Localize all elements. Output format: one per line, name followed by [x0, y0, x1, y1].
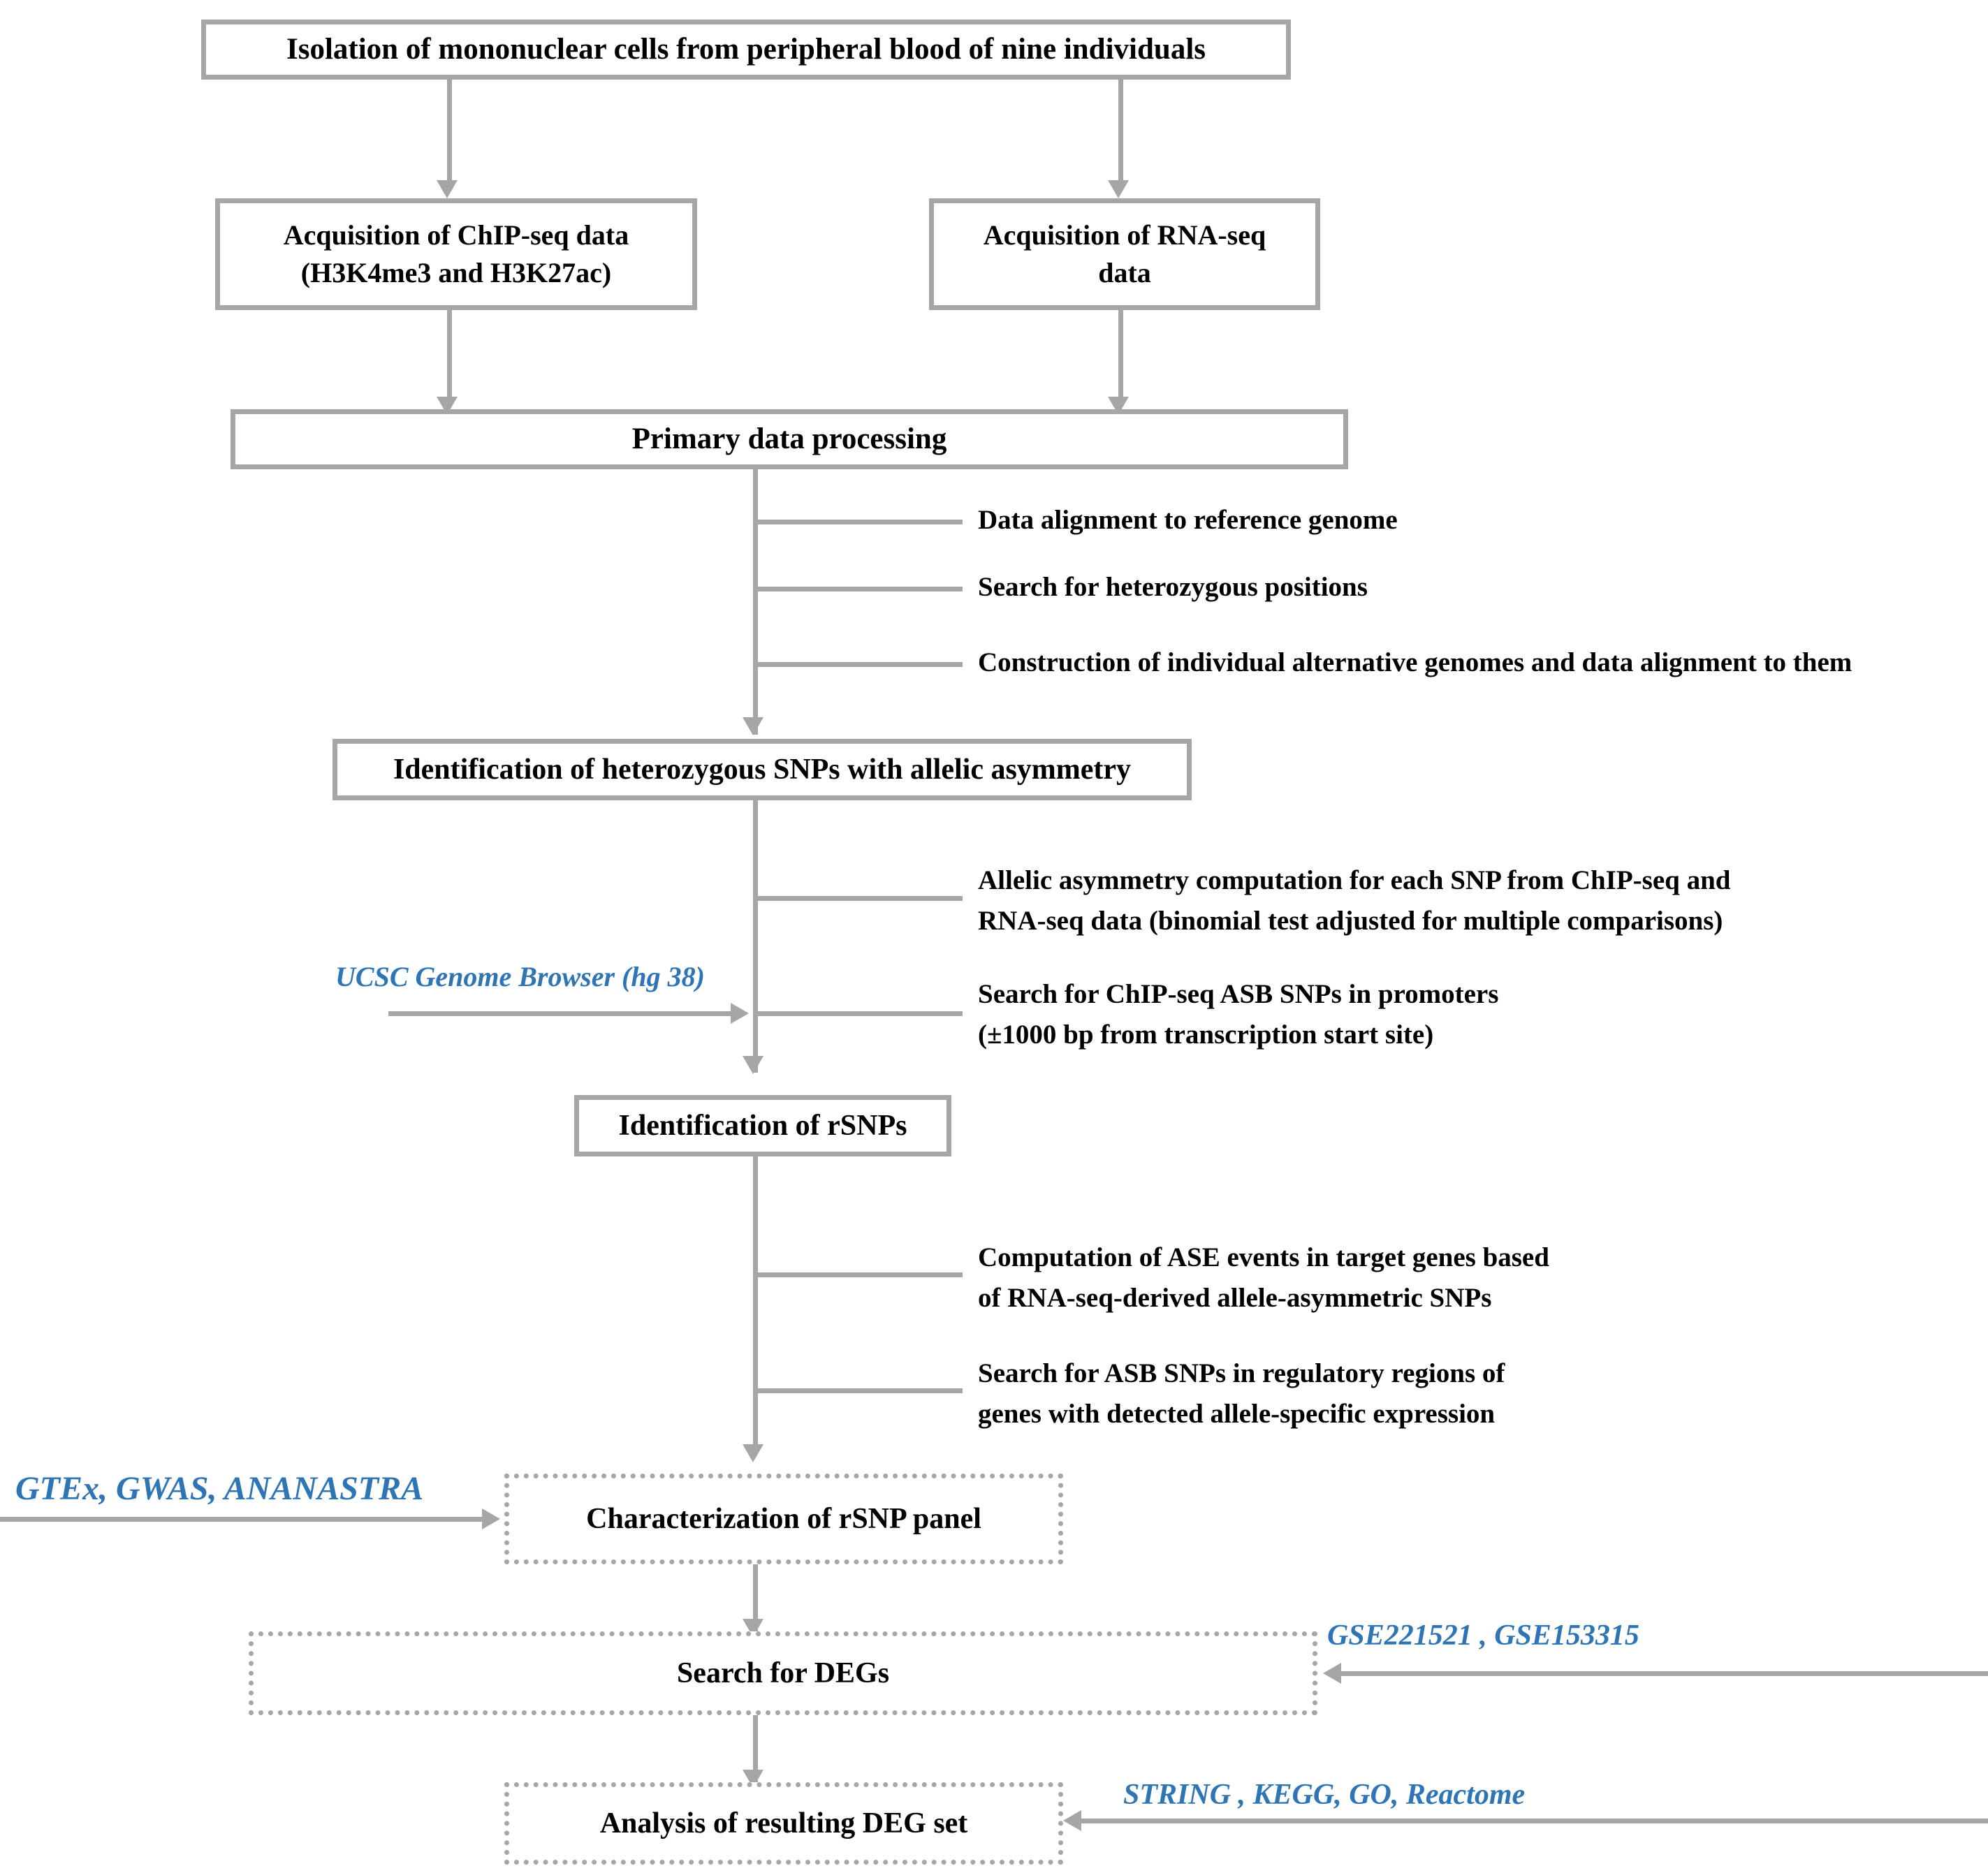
arrowhead-isolation-to-rnaseq — [1108, 180, 1129, 198]
connector-tick-data-alignment — [753, 520, 963, 524]
source-label-string-kegg-go-reactome: STRING , KEGG, GO, Reactome — [1123, 1779, 1526, 1811]
source-label-gse-datasets: GSE221521 , GSE153315 — [1327, 1619, 1639, 1652]
connector-tick-alt-genomes — [753, 662, 963, 667]
annotation-ase-events: Computation of ASE events in target gene… — [978, 1242, 1549, 1313]
source-label-ucsc: UCSC Genome Browser (hg 38) — [335, 961, 705, 992]
connector-rsnps-to-characterization — [753, 1156, 758, 1450]
annotation-allelic-asymmetry: Allelic asymmetry computation for each S… — [978, 865, 1731, 936]
box-primary-data-processing: Primary data processing — [231, 409, 1348, 469]
connector-degs-to-analysis — [753, 1715, 758, 1792]
box-identification-rsnps: Identification of rSNPs — [574, 1095, 951, 1156]
connector-gtex-arrow-shaft — [0, 1517, 482, 1522]
box-chip-seq-acquisition: Acquisition of ChIP-seq data (H3K4me3 an… — [215, 198, 697, 310]
annotation-alt-genomes: Construction of individual alternative g… — [978, 647, 1852, 677]
connector-tick-promoter-search — [753, 1011, 963, 1016]
connector-gse-arrow-shaft — [1341, 1671, 1988, 1676]
connector-isolation-to-rnaseq — [1118, 80, 1123, 184]
connector-tick-allelic-asymmetry — [753, 896, 963, 901]
annotation-het-positions: Search for heterozygous positions — [978, 572, 1368, 602]
arrowhead-rsnps-to-characterization — [743, 1444, 763, 1462]
box-characterization-rsnp-panel: Characterization of rSNP panel — [504, 1474, 1063, 1564]
arrowhead-hetsnps-to-rsnps — [743, 1056, 763, 1074]
box-analysis-deg-set: Analysis of resulting DEG set — [504, 1782, 1063, 1865]
arrowhead-gse — [1323, 1663, 1341, 1684]
connector-chipseq-to-primary — [447, 310, 452, 401]
box-search-for-degs: Search for DEGs — [249, 1631, 1317, 1715]
arrowhead-isolation-to-chipseq — [437, 180, 458, 198]
connector-rnaseq-to-primary — [1118, 310, 1123, 401]
connector-tick-asb-regulatory — [753, 1388, 963, 1393]
box-isolation: Isolation of mononuclear cells from peri… — [201, 20, 1291, 80]
connector-primary-to-hetsnps — [753, 469, 758, 735]
arrowhead-ucsc — [731, 1003, 749, 1024]
annotation-promoter-search: Search for ChIP-seq ASB SNPs in promoter… — [978, 979, 1499, 1050]
annotation-asb-regulatory: Search for ASB SNPs in regulatory region… — [978, 1358, 1505, 1429]
box-heterozygous-snps: Identification of heterozygous SNPs with… — [332, 739, 1192, 800]
connector-string-arrow-shaft — [1081, 1819, 1988, 1823]
connector-tick-ase-events — [753, 1272, 963, 1277]
arrowhead-primary-to-hetsnps — [743, 717, 763, 735]
source-label-gtex-gwas-ananastra: GTEx, GWAS, ANANASTRA — [15, 1470, 424, 1507]
arrowhead-gtex — [482, 1508, 500, 1529]
connector-tick-het-positions — [753, 587, 963, 592]
connector-characterization-to-degs — [753, 1564, 758, 1641]
connector-hetsnps-to-rsnps — [753, 800, 758, 1073]
annotation-data-alignment: Data alignment to reference genome — [978, 505, 1398, 535]
arrowhead-string — [1063, 1810, 1081, 1831]
connector-ucsc-arrow-shaft — [388, 1011, 731, 1016]
connector-isolation-to-chipseq — [447, 80, 452, 184]
box-rna-seq-acquisition: Acquisition of RNA-seq data — [929, 198, 1320, 310]
